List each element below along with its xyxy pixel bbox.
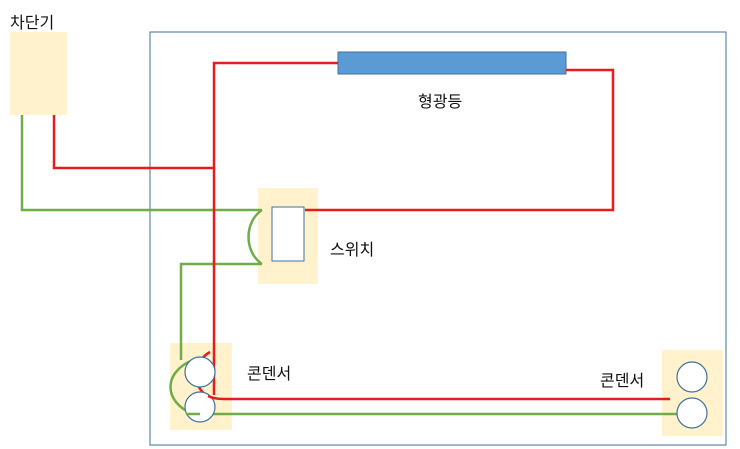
outlet-right-label: 콘덴서 xyxy=(600,371,645,390)
hot-wires xyxy=(52,61,670,401)
room-outline xyxy=(149,31,727,446)
neutral-wire-switch-to-outlet xyxy=(179,262,262,360)
receptacle-left-top xyxy=(184,356,216,388)
receptacle-right-bottom xyxy=(676,397,708,429)
neutral-wires xyxy=(20,115,692,416)
neutral-wire-breaker-to-switch xyxy=(20,115,262,212)
breaker-box xyxy=(10,32,67,115)
wire-entries xyxy=(186,394,225,416)
fluorescent-lamp xyxy=(337,51,567,75)
lamp-label: 형광등 xyxy=(418,92,463,111)
hot-wire-lamp-to-switch xyxy=(305,68,615,212)
breaker-label: 차단기 xyxy=(10,13,55,32)
hot-wire-entry-left xyxy=(207,394,225,401)
receptacle-right-top xyxy=(676,361,708,393)
switch-toggle xyxy=(271,206,305,262)
neutral-wire-switch-bypass-arc xyxy=(247,208,263,266)
outlet-left-label: 콘덴서 xyxy=(247,364,292,383)
hot-wire-breaker-feed xyxy=(52,115,214,170)
switch-label: 스위치 xyxy=(330,240,375,259)
hot-wire-trunk xyxy=(212,61,338,395)
